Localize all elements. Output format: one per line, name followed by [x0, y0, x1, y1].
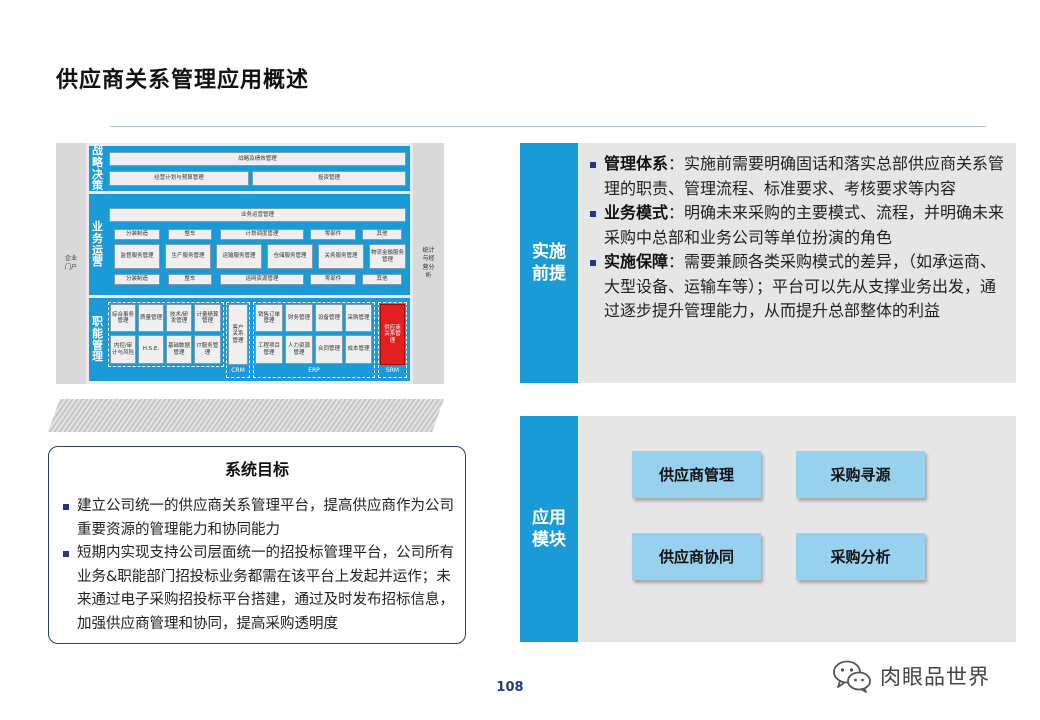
premise-heading: 业务模式 — [604, 203, 669, 222]
ops-row1-cell: 其他 — [362, 229, 402, 240]
ops-row2-cell: 生产服务管理 — [165, 244, 211, 269]
function-group-border — [108, 302, 224, 367]
function-cell: 基础数据管理 — [166, 335, 192, 364]
srm-cell: 供应商关系管理 — [380, 304, 405, 365]
ops-row1-cell: 零部件 — [310, 229, 356, 240]
statistics-analysis-column: 统计与经营分析 — [413, 143, 444, 384]
crm-cell: 客户关系管理 — [228, 304, 248, 365]
wechat-icon — [833, 660, 871, 693]
watermark-text: 肉眼品世界 — [880, 665, 990, 689]
function-cell: 综合事务管理 — [110, 304, 136, 332]
statistics-analysis-label: 统计与经营分析 — [422, 247, 435, 279]
page-number: 108 — [496, 680, 524, 695]
ops-row3-cell: 分装制造 — [114, 274, 160, 285]
square-bullet-icon — [63, 504, 69, 510]
erp-cell: 设备管理 — [315, 304, 343, 332]
watermark: 肉眼品世界 — [832, 658, 990, 694]
architecture-diagram: 企业门户 统计与经营分析 战略决策 战略及绩效管理 经营计划与预算管理 投资管理… — [56, 143, 444, 384]
list-item: 业务模式：明确未来采购的主要模式、流程，并明确未来采购中总部和业务公司等单位扮演… — [590, 201, 1008, 250]
crm-group-border — [226, 302, 250, 378]
functions-band-label: 职能管理 — [92, 315, 103, 364]
list-item: 实施保障：需要兼顾各类采购模式的差异，（如承运商、大型设备、运输车等）；平台可以… — [590, 250, 1008, 324]
operations-band: 业务运营 业务运营管理 分装制造 整车 计划调度管理 零部件 其他 监督服务管理… — [89, 194, 410, 295]
hatched-divider — [48, 399, 444, 432]
ops-row1-cell: 整车 — [168, 229, 212, 240]
module-sourcing[interactable]: 采购寻源 — [796, 451, 925, 498]
goal-text: 短期内实现支持公司层面统一的招投标管理平台，公司所有业务&职能部门招投标业务都需… — [77, 545, 454, 632]
strategy-band: 战略决策 战略及绩效管理 经营计划与预算管理 投资管理 — [89, 144, 410, 193]
ops-row1-cell: 分装制造 — [114, 229, 160, 240]
function-cell: 计量绩算管理 — [194, 304, 221, 332]
erp-cell: 成本管理 — [345, 335, 372, 364]
premise-tab: 实施前提 — [520, 143, 578, 383]
premise-panel: 实施前提 管理体系：实施前需要明确固话和落实总部供应商关系管理的职责、管理流程、… — [520, 143, 1016, 383]
ops-row3-cell: 零部件 — [310, 274, 356, 285]
square-bullet-icon — [590, 162, 596, 168]
function-cell: 质量管理 — [138, 304, 164, 332]
enterprise-portal-column: 企业门户 — [56, 143, 86, 384]
system-goals-box: 系统目标 建立公司统一的供应商关系管理平台，提高供应商作为公司重要资源的管理能力… — [48, 446, 466, 644]
module-supplier-management[interactable]: 供应商管理 — [632, 451, 761, 498]
ops-row2-cell: 监督服务管理 — [114, 244, 160, 269]
premise-list: 管理体系：实施前需要明确固话和落实总部供应商关系管理的职责、管理流程、标准要求、… — [590, 152, 1008, 324]
premise-tab-label: 实施前提 — [532, 241, 566, 284]
modules-panel: 应用模块 供应商管理 采购寻源 供应商协同 采购分析 — [520, 416, 1016, 642]
functions-band: 职能管理 综合事务管理 质量管理 技术/研发管理 计量绩算管理 内控/审计与风险… — [89, 298, 410, 381]
operations-header-cell: 业务运营管理 — [109, 208, 406, 222]
budget-planning-cell: 经营计划与预算管理 — [109, 171, 249, 186]
erp-cell: 财务管理 — [285, 304, 313, 332]
ops-row3-cell: 整车 — [168, 274, 212, 285]
title-divider — [110, 126, 986, 127]
function-cell: 技术/研发管理 — [166, 304, 192, 332]
ops-row2-cell: 运输服务管理 — [216, 244, 262, 269]
premise-heading: 实施保障 — [604, 252, 669, 271]
enterprise-portal-label: 企业门户 — [64, 255, 77, 271]
square-bullet-icon — [590, 260, 596, 266]
list-item: 管理体系：实施前需要明确固话和落实总部供应商关系管理的职责、管理流程、标准要求、… — [590, 152, 1008, 201]
srm-label: SRM — [385, 367, 400, 374]
list-item: 短期内实现支持公司层面统一的招投标管理平台，公司所有业务&职能部门招投标业务都需… — [63, 542, 459, 636]
function-cell: 内控/审计与风险 — [110, 335, 136, 364]
function-cell: H.S.E. — [138, 335, 164, 364]
page-title: 供应商关系管理应用概述 — [56, 68, 310, 93]
premise-text: ：明确未来采购的主要模式、流程，并明确未来采购中总部和业务公司等单位扮演的角色 — [604, 203, 1005, 247]
erp-cell: 销售订单管理 — [255, 304, 283, 332]
system-goals-title: 系统目标 — [224, 460, 289, 479]
investment-cell: 投资管理 — [252, 171, 406, 186]
ops-row2-cell: 仓储服务管理 — [267, 244, 313, 269]
function-cell: IT服务管理 — [194, 335, 221, 364]
ops-row3-cell: 运网资源管理 — [220, 274, 304, 285]
strategy-performance-cell: 战略及绩效管理 — [109, 152, 406, 166]
square-bullet-icon — [63, 551, 69, 557]
modules-tab-label: 应用模块 — [532, 507, 566, 550]
erp-group-border — [253, 302, 375, 378]
list-item: 建立公司统一的供应商关系管理平台，提高供应商作为公司重要资源的管理能力和协同能力 — [63, 495, 459, 542]
crm-label: CRM — [231, 367, 245, 374]
erp-label: ERP — [308, 367, 320, 374]
srm-group-border — [378, 302, 407, 378]
erp-cell: 采购管理 — [345, 304, 372, 332]
goal-text: 建立公司统一的供应商关系管理平台，提高供应商作为公司重要资源的管理能力和协同能力 — [77, 498, 454, 538]
module-supplier-collaboration[interactable]: 供应商协同 — [632, 533, 761, 580]
erp-cell: 合同管理 — [315, 335, 343, 364]
premise-heading: 管理体系 — [604, 154, 669, 173]
ops-row2-cell: 物流金融服务管理 — [369, 244, 406, 269]
premise-text: ：实施前需要明确固话和落实总部供应商关系管理的职责、管理流程、标准要求、考核要求… — [604, 154, 1005, 198]
system-goals-list: 建立公司统一的供应商关系管理平台，提高供应商作为公司重要资源的管理能力和协同能力… — [63, 495, 459, 636]
operations-band-label: 业务运营 — [92, 220, 103, 269]
erp-cell: 人力资源管理 — [285, 335, 313, 364]
modules-tab: 应用模块 — [520, 416, 578, 642]
premise-text: ：需要兼顾各类采购模式的差异，（如承运商、大型设备、运输车等）；平台可以先从支撑… — [604, 252, 997, 320]
ops-row2-cell: 关务服务管理 — [318, 244, 364, 269]
ops-row1-cell: 计划调度管理 — [220, 229, 304, 240]
strategy-band-label: 战略决策 — [92, 144, 103, 193]
module-procurement-analysis[interactable]: 采购分析 — [796, 533, 925, 580]
erp-cell: 工程项目管理 — [255, 335, 283, 364]
ops-row3-cell: 其他 — [362, 274, 402, 285]
square-bullet-icon — [590, 211, 596, 217]
